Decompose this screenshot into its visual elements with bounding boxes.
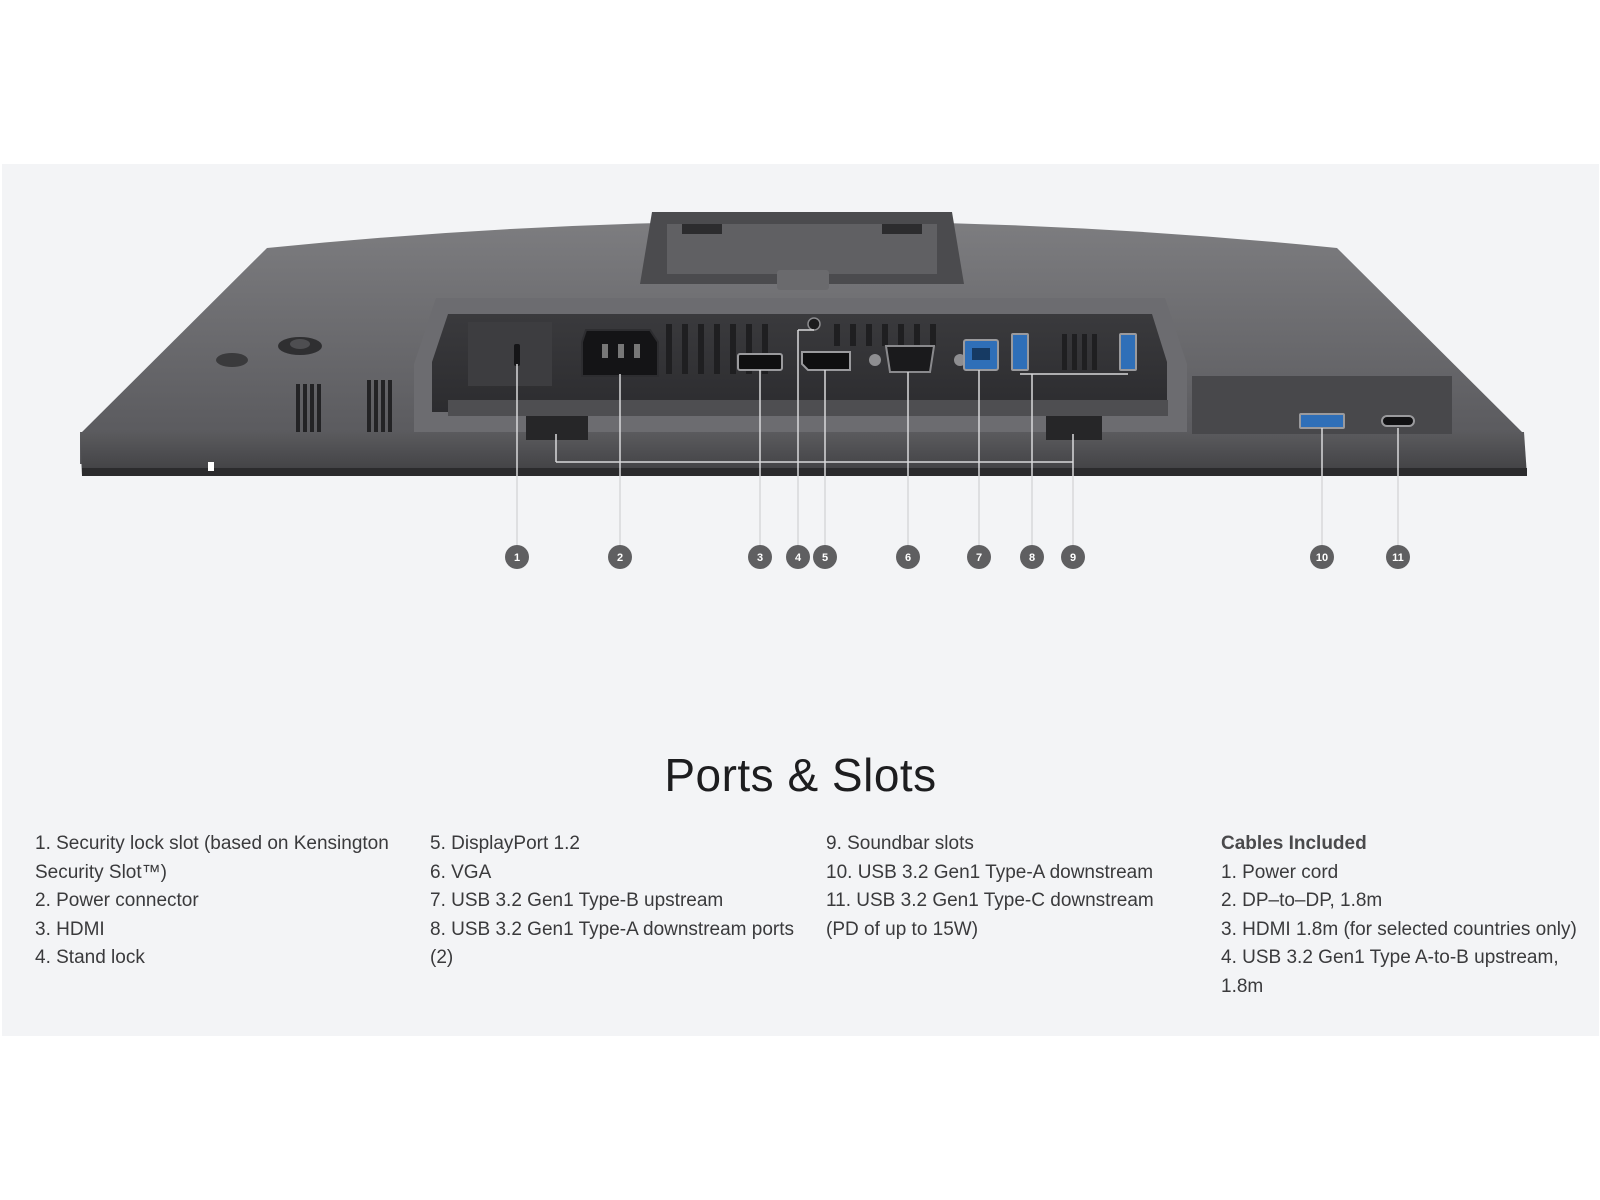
monitor-rear-illustration: 1 2 3 4 5 6 7 8 9 10 11	[80, 212, 1527, 569]
ports-column-3: 9. Soundbar slots 10. USB 3.2 Gen1 Type-…	[826, 830, 1188, 944]
svg-text:6: 6	[905, 552, 911, 564]
cable-item: 1. Power cord	[1221, 861, 1339, 883]
callout-10: 10	[1310, 545, 1334, 569]
callout-3: 3	[748, 545, 772, 569]
indicator-mark	[208, 462, 214, 471]
svg-text:10: 10	[1316, 552, 1328, 564]
hdmi-port	[737, 353, 783, 371]
callout-1: 1	[505, 545, 529, 569]
ports-column-1: 1. Security lock slot (based on Kensingt…	[35, 830, 400, 973]
svg-text:11: 11	[1392, 552, 1404, 564]
cables-heading: Cables Included	[1221, 833, 1367, 854]
power-button	[216, 353, 248, 367]
ports-column-2: 5. DisplayPort 1.2 6. VGA 7. USB 3.2 Gen…	[430, 830, 800, 973]
callout-6: 6	[896, 545, 920, 569]
port-item: 8. USB 3.2 Gen1 Type-A downstream ports …	[430, 918, 795, 969]
port-item: 5. DisplayPort 1.2	[430, 833, 580, 854]
displayport-port	[801, 351, 851, 371]
port-item: 7. USB 3.2 Gen1 Type-B upstream	[430, 890, 724, 911]
svg-text:2: 2	[617, 552, 623, 564]
cable-item: 2. DP–to–DP, 1.8m	[1221, 890, 1383, 911]
callout-8: 8	[1020, 545, 1044, 569]
cable-item: 3. HDMI 1.8m (for selected countries onl…	[1221, 918, 1577, 940]
section-title: Ports & Slots	[664, 749, 937, 801]
soundbar-slot	[1046, 416, 1102, 440]
content-panel: 1 2 3 4 5 6 7 8 9 10 11 Ports & Slots 1.…	[2, 164, 1599, 1036]
cable-item: 4. USB 3.2 Gen1 Type A-to-B upstream, 1.…	[1221, 947, 1559, 997]
svg-text:5: 5	[822, 552, 828, 564]
left-vents	[296, 380, 392, 432]
callout-7: 7	[967, 545, 991, 569]
port-item: 2. Power connector	[35, 890, 199, 911]
svg-text:1: 1	[514, 552, 520, 564]
monitor-bottom-edge	[80, 432, 1527, 476]
port-item: 6. VGA	[430, 861, 492, 883]
port-item: 11. USB 3.2 Gen1 Type-C downstream (PD o…	[826, 890, 1154, 940]
svg-text:3: 3	[757, 552, 763, 564]
side-usb-c-port	[1381, 415, 1415, 427]
security-slot	[514, 344, 520, 366]
callout-4: 4	[786, 545, 810, 569]
vga-port	[884, 345, 936, 373]
side-usb-a-port	[1299, 413, 1345, 429]
usb-a-port	[1119, 333, 1137, 371]
port-item: 3. HDMI	[35, 918, 105, 940]
callout-5: 5	[813, 545, 837, 569]
callout-2: 2	[608, 545, 632, 569]
port-item: 10. USB 3.2 Gen1 Type-A downstream	[826, 861, 1154, 883]
leader-lines	[516, 329, 1399, 551]
cables-included-column: Cables Included 1. Power cord 2. DP–to–D…	[1221, 830, 1599, 1001]
svg-text:4: 4	[795, 552, 802, 564]
port-item: 9. Soundbar slots	[826, 833, 974, 854]
svg-text:9: 9	[1070, 552, 1076, 564]
port-item: 1. Security lock slot (based on Kensingt…	[35, 833, 389, 883]
svg-text:7: 7	[976, 552, 982, 564]
callout-11: 11	[1386, 545, 1410, 569]
port-item: 4. Stand lock	[35, 947, 145, 968]
callout-9: 9	[1061, 545, 1085, 569]
svg-text:8: 8	[1029, 552, 1035, 564]
stand-lock	[807, 317, 821, 331]
io-vents	[666, 324, 936, 374]
usb-a-port	[1011, 333, 1029, 371]
soundbar-slot	[526, 416, 588, 440]
